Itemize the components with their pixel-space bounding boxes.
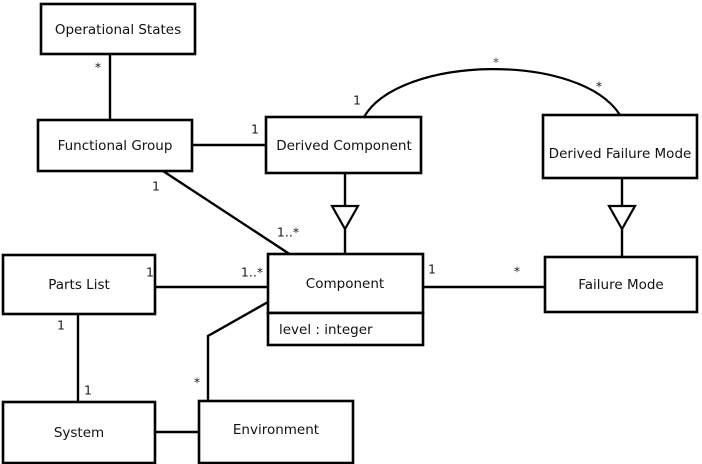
class-box-operational-states[interactable]: Operational States <box>39 2 197 56</box>
multiplicity-parts-list-system-bottom-one: 1 <box>84 383 92 398</box>
class-label-derived-failure-mode: Derived Failure Mode <box>549 146 692 162</box>
class-rect-component[interactable] <box>266 252 425 315</box>
generalization-triangle-derived-failure-mode-icon <box>607 204 637 232</box>
multiplicity-curve-derived-component-one: 1 <box>353 93 361 108</box>
class-label-derived-component: Derived Component <box>276 138 412 154</box>
class-box-functional-group[interactable]: Functional Group <box>36 118 194 173</box>
class-label-system: System <box>54 425 104 441</box>
multiplicity-parts-list-component-onestar: 1..* <box>241 265 263 280</box>
association-component-environment <box>206 300 269 401</box>
class-box-failure-mode[interactable]: Failure Mode <box>543 255 699 314</box>
multiplicity-parts-list-system-top-one: 1 <box>57 318 65 333</box>
class-rect-operational-states[interactable] <box>39 2 197 56</box>
multiplicity-functional-group-component-one: 1 <box>152 179 160 194</box>
multiplicity-component-environment-star: * <box>194 375 200 390</box>
class-rect-functional-group[interactable] <box>36 118 194 173</box>
class-label-failure-mode: Failure Mode <box>578 277 664 293</box>
multiplicity-functional-group-component-onestar: 1..* <box>277 225 299 240</box>
class-rect-parts-list[interactable] <box>1 253 157 316</box>
multiplicity-derived-component-one: 1 <box>251 122 259 137</box>
class-rect-derived-failure-mode[interactable] <box>541 113 699 180</box>
class-box-system[interactable]: System <box>1 400 157 464</box>
class-label-environment: Environment <box>233 422 319 438</box>
class-box-environment[interactable]: Environment <box>197 399 355 464</box>
class-label-operational-states: Operational States <box>55 22 181 38</box>
multiplicity-operational-states-star: * <box>95 60 101 75</box>
class-rect-environment[interactable] <box>197 399 355 464</box>
multiplicity-curve-derived-failure-mode-star: * <box>596 79 602 94</box>
class-box-component[interactable]: Component level : integer <box>266 252 425 347</box>
class-box-parts-list[interactable]: Parts List <box>1 253 157 316</box>
class-rect-system[interactable] <box>1 400 157 464</box>
association-functional-group-component <box>162 169 292 257</box>
class-label-parts-list: Parts List <box>48 277 110 293</box>
multiplicity-component-failure-mode-one: 1 <box>428 262 436 277</box>
class-label-functional-group: Functional Group <box>58 138 173 154</box>
class-attribute-level: level : integer <box>279 322 373 338</box>
multiplicity-curve-apex-star: * <box>493 55 499 70</box>
class-rect-derived-component[interactable] <box>264 115 423 175</box>
class-box-derived-failure-mode[interactable]: Derived Failure Mode <box>541 113 699 180</box>
multiplicity-parts-list-one: 1 <box>146 265 154 280</box>
class-attributes-compartment-component[interactable] <box>266 311 425 347</box>
generalization-triangle-derived-component-icon <box>330 204 360 232</box>
multiplicity-component-failure-mode-star: * <box>514 264 520 279</box>
class-box-derived-component[interactable]: Derived Component <box>264 115 423 175</box>
association-derived-component-derived-failure-mode <box>363 68 621 118</box>
class-label-component: Component <box>306 276 384 292</box>
class-rect-failure-mode[interactable] <box>543 255 699 314</box>
